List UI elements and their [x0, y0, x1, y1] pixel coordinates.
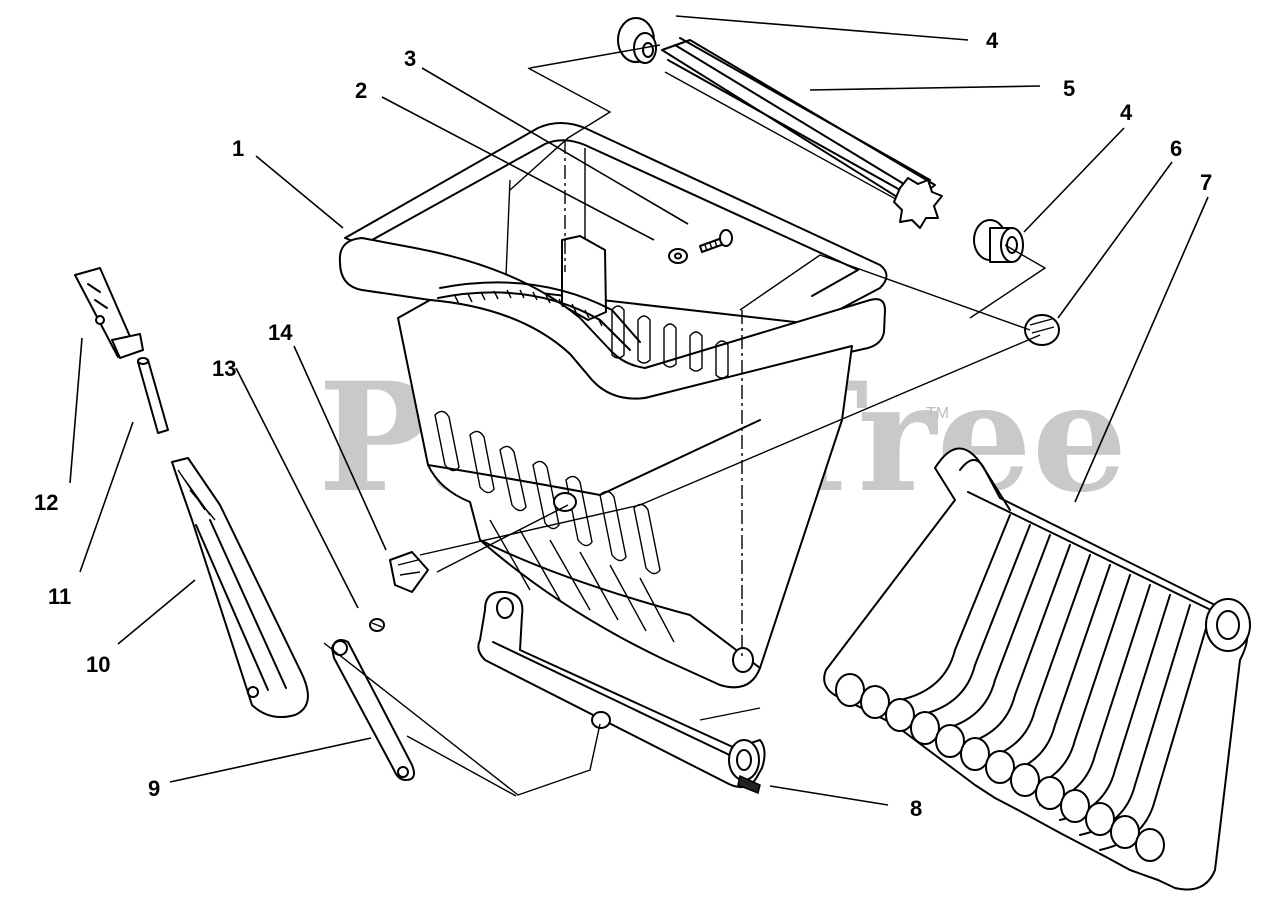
part-9-link-arm — [331, 639, 415, 781]
part-5-brush-roller — [661, 37, 943, 229]
callout-3: 3 — [404, 46, 416, 71]
part-12-latch-bracket — [74, 267, 144, 359]
callouts: 1 2 3 4 4 5 6 7 8 9 10 11 12 13 14 — [34, 28, 1212, 821]
part-6-knob — [1024, 314, 1060, 346]
callout-7: 7 — [1200, 170, 1212, 195]
assembly-lines — [323, 44, 1047, 797]
part-4-bushing-top — [617, 17, 657, 64]
part-2-washer — [668, 248, 688, 264]
callout-1: 1 — [232, 136, 244, 161]
part-11-pin — [137, 357, 169, 434]
part-1-hopper-basket — [338, 122, 888, 689]
part-13-screw — [369, 618, 385, 632]
callout-9: 9 — [148, 776, 160, 801]
part-3-screw — [699, 229, 733, 253]
watermark-trademark: TM — [926, 405, 949, 422]
part-8-axle-bar — [477, 590, 766, 795]
part-4-bushing-right — [973, 219, 1024, 263]
callout-4-right: 4 — [1120, 100, 1133, 125]
callout-6: 6 — [1170, 136, 1182, 161]
callout-2: 2 — [355, 78, 367, 103]
part-14-clip — [389, 551, 429, 593]
callout-5: 5 — [1063, 76, 1075, 101]
callout-4-top: 4 — [986, 28, 999, 53]
callout-10: 10 — [86, 652, 110, 677]
callout-8: 8 — [910, 796, 922, 821]
callout-14: 14 — [268, 320, 293, 345]
callout-13: 13 — [212, 356, 236, 381]
callout-12: 12 — [34, 490, 58, 515]
part-7-comb — [823, 447, 1251, 891]
part-10-handle — [171, 457, 309, 718]
callout-11: 11 — [48, 584, 71, 609]
leader-lines — [69, 15, 1209, 806]
